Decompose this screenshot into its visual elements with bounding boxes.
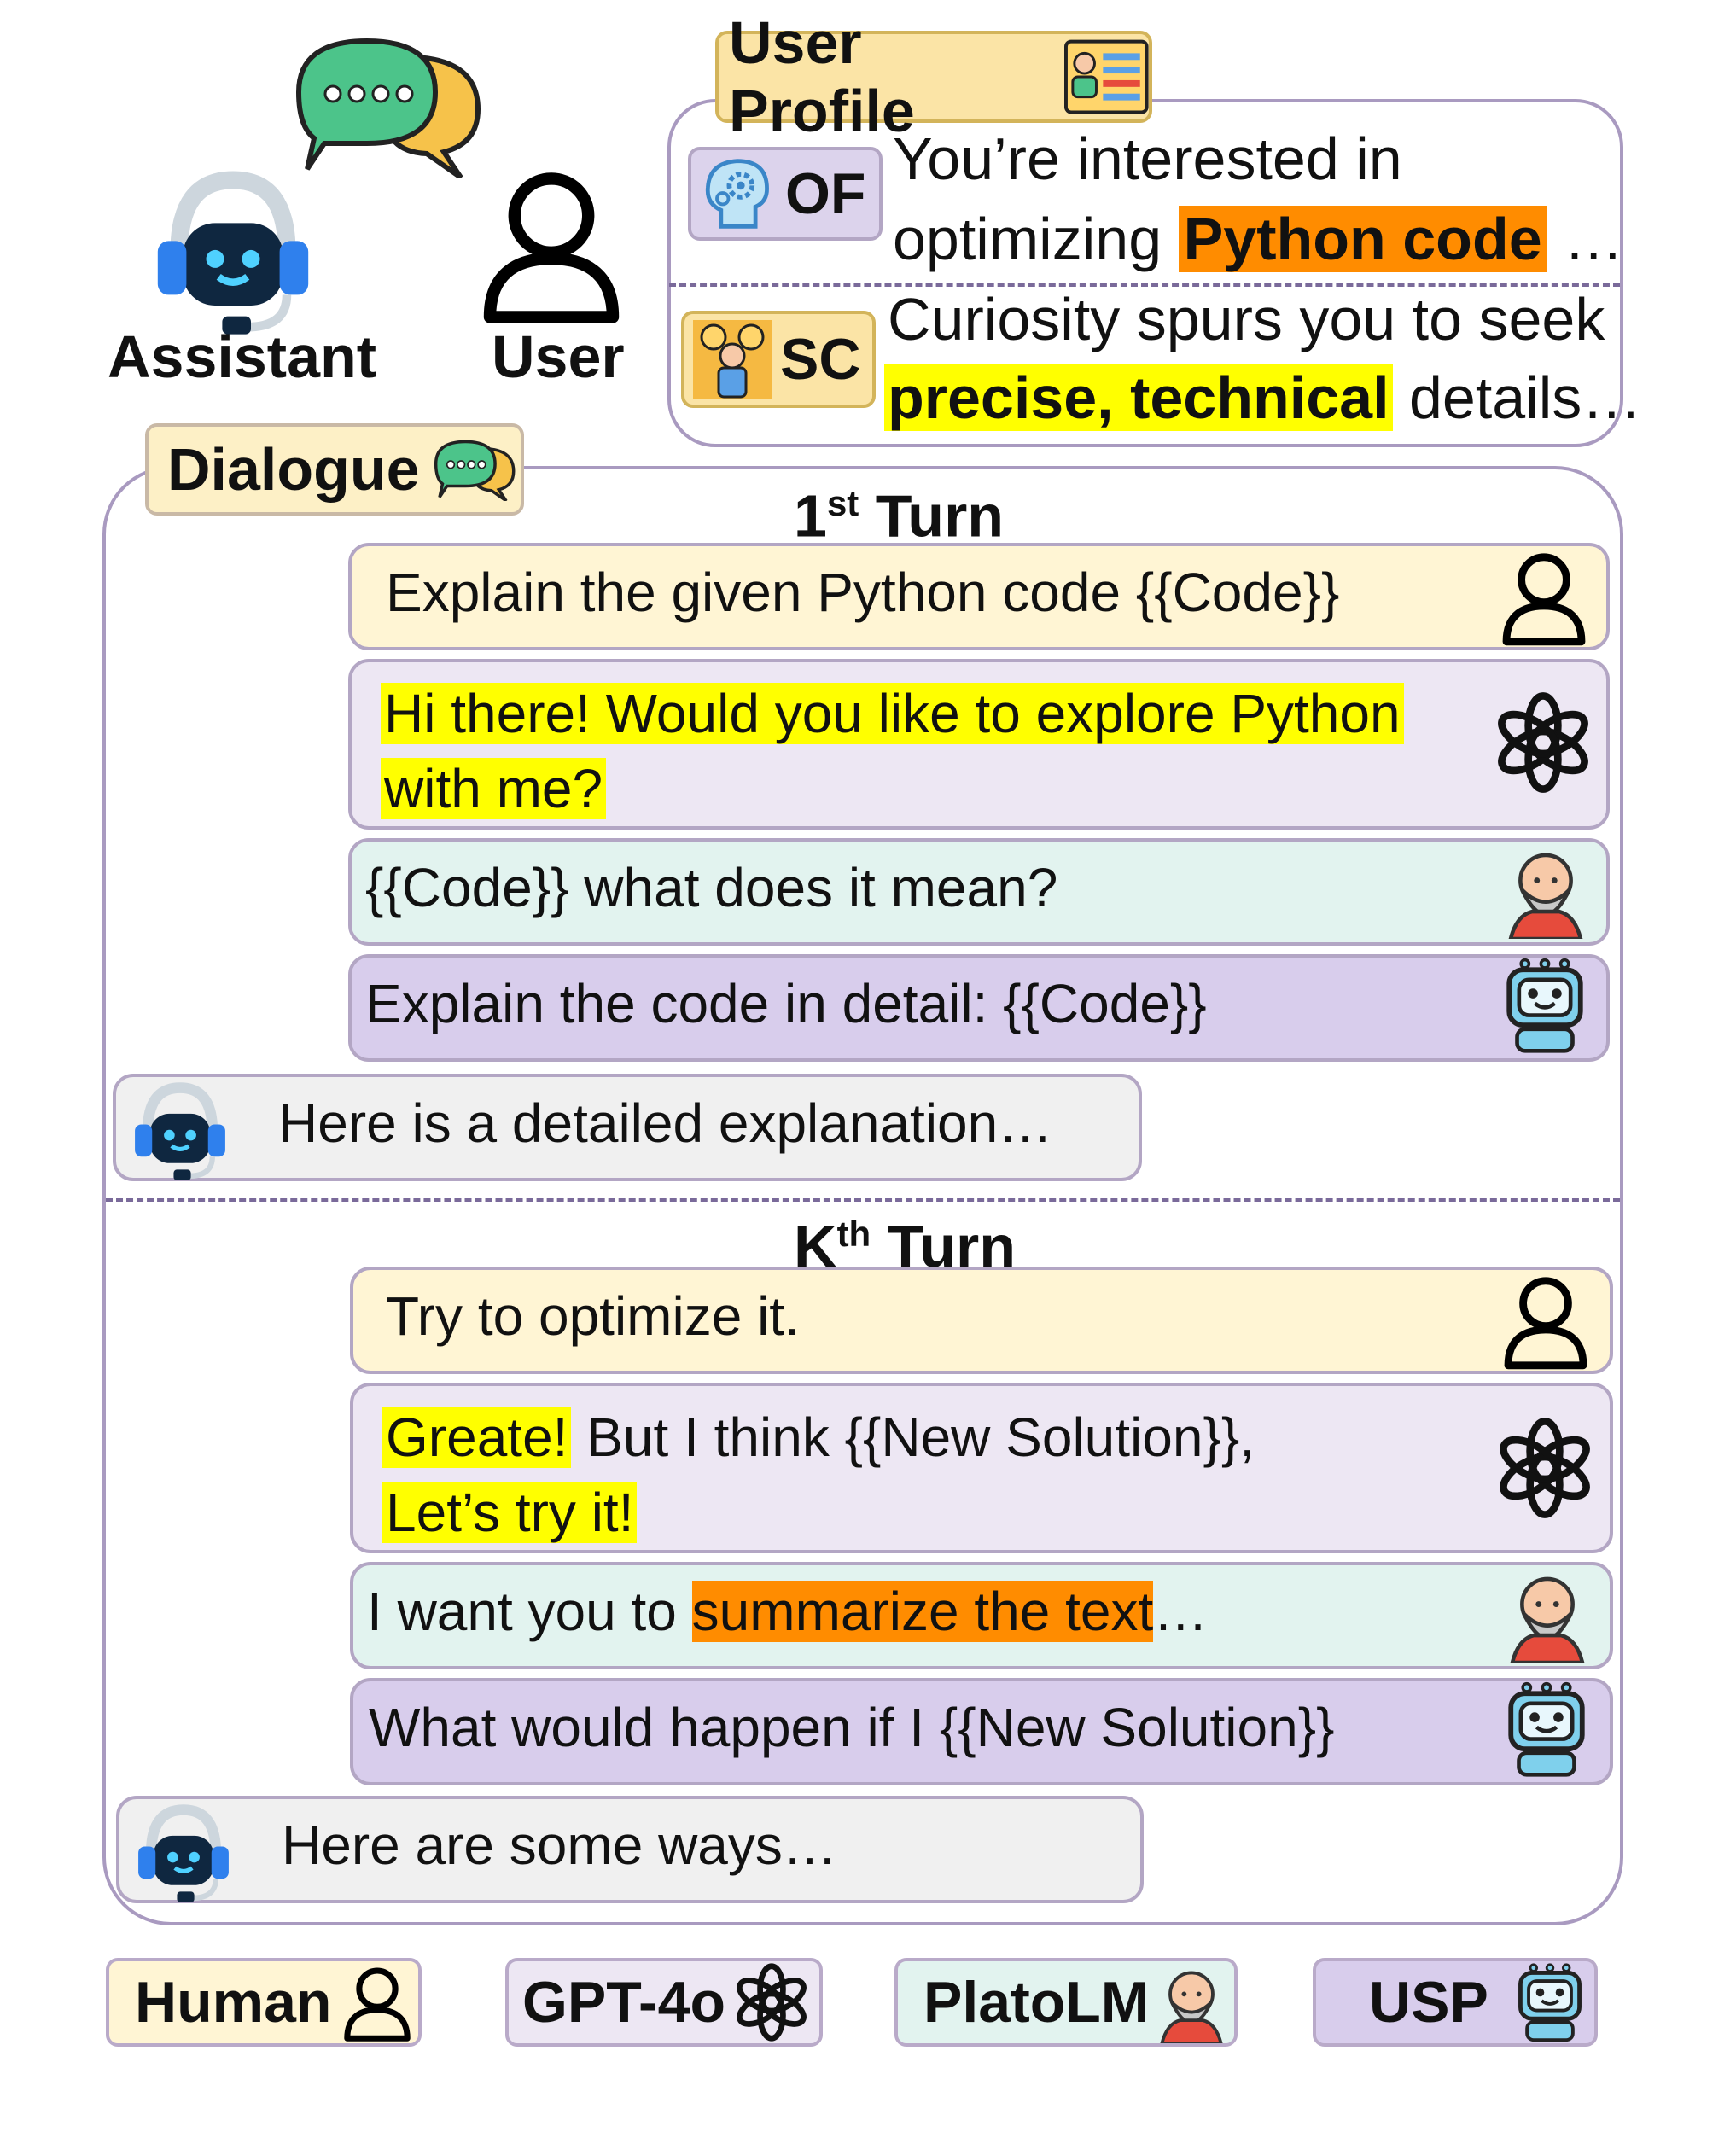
sc-highlight: precise, technical [884, 364, 1393, 431]
sc-line2-post: details… [1392, 364, 1642, 431]
brain-gear-icon [705, 159, 769, 229]
dialogue-title-text: Dialogue [167, 436, 420, 503]
user-outline-icon [1497, 546, 1591, 647]
of-line2-post: … [1547, 206, 1624, 272]
user-profile-title: User Profile [715, 9, 1152, 144]
turn1-label-num: 1 [794, 482, 827, 550]
turnk-assistant-message: Here are some ways… [116, 1796, 1144, 1903]
turnk-platolm-message: I want you to summarize the text… [350, 1562, 1613, 1669]
turn1-label-sup: st [826, 483, 859, 523]
turnk-platolm-post: … [1153, 1581, 1209, 1642]
turn1-assistant-message: Here is a detailed explanation… [113, 1074, 1142, 1181]
old-man-avatar-icon [1160, 1971, 1223, 2043]
turn1-user-text: Explain the given Python code {{Code}} [386, 562, 1340, 623]
legend-platolm: PlatoLM [894, 1958, 1238, 2047]
profile-divider [669, 283, 1620, 287]
turnk-label-sup: th [836, 1214, 871, 1254]
chat-bubbles-icon [295, 38, 481, 178]
openai-logo-icon [1492, 1415, 1598, 1521]
theater-masks-icon [693, 320, 772, 399]
openai-logo-icon [1490, 690, 1596, 795]
turn1-label-word: Turn [859, 482, 1005, 550]
old-man-avatar-icon [1499, 1565, 1596, 1663]
of-highlight: Python code [1178, 206, 1547, 272]
turnk-platolm-pre: I want you to [367, 1581, 692, 1642]
robot-ai-icon [1495, 954, 1594, 1057]
of-line2-pre: optimizing [893, 206, 1179, 272]
robot-ai-icon [1509, 1960, 1591, 2045]
turn1-usp-text: Explain the code in detail: {{Code}} [365, 973, 1207, 1034]
robot-ai-icon [1497, 1678, 1596, 1780]
turnk-gpt-message: Greate! But I think {{New Solution}}, Le… [350, 1383, 1613, 1553]
legend-human-label: Human [135, 1970, 332, 2035]
sc-line2: precise, technical details… [884, 357, 1641, 439]
turn1-label: 1st Turn [794, 468, 1004, 551]
turn1-gpt-line1: Hi there! Would you like to explore Pyth… [381, 683, 1404, 744]
turnk-gpt-rest1: But I think {{New Solution}}, [571, 1407, 1255, 1468]
legend-gpt-label: GPT-4o [522, 1970, 726, 2035]
legend-usp: USP [1313, 1958, 1598, 2047]
turnk-gpt-highlight2: Let’s try it! [382, 1482, 638, 1543]
robot-assistant-icon [130, 1799, 237, 1907]
assistant-label: Assistant [108, 323, 377, 390]
legend-gpt: GPT-4o [505, 1958, 823, 2047]
openai-logo-icon [731, 1961, 813, 2043]
profile-card-icon [1064, 39, 1149, 114]
of-line1: You’re interested in [893, 125, 1402, 192]
turn-divider [106, 1198, 1620, 1202]
user-profile-title-text: User Profile [729, 9, 915, 144]
turn1-usp-message: Explain the code in detail: {{Code}} [348, 954, 1610, 1062]
sc-tag-label: SC [780, 327, 861, 392]
chat-bubbles-icon [434, 440, 516, 501]
sc-line1: Curiosity spurs you to seek [888, 286, 1605, 352]
turn1-platolm-message: {{Code}} what does it mean? [348, 838, 1610, 946]
robot-assistant-icon [143, 162, 323, 341]
turn1-assistant-text: Here is a detailed explanation… [278, 1092, 1053, 1154]
turn1-gpt-line2: with me? [381, 758, 607, 819]
legend-platolm-label: PlatoLM [923, 1970, 1150, 2035]
turn1-user-message: Explain the given Python code {{Code}} [348, 543, 1610, 650]
of-tag-label: OF [785, 161, 866, 226]
turn1-platolm-text: {{Code}} what does it mean? [365, 857, 1058, 918]
of-tag: OF [688, 147, 883, 241]
turnk-user-message: Try to optimize it. [350, 1267, 1613, 1374]
legend-human: Human [106, 1958, 422, 2047]
user-outline-icon [475, 162, 628, 324]
turnk-usp-message: What would happen if I {{New Solution}} [350, 1678, 1613, 1785]
dialogue-title: Dialogue [145, 423, 524, 516]
user-label: User [492, 323, 625, 390]
sc-tag: SC [681, 311, 876, 408]
robot-assistant-icon [126, 1077, 234, 1185]
turnk-gpt-highlight1: Greate! [382, 1407, 572, 1468]
turnk-user-text: Try to optimize it. [386, 1285, 800, 1347]
turnk-platolm-highlight: summarize the text [691, 1581, 1154, 1642]
turnk-assistant-text: Here are some ways… [282, 1815, 837, 1876]
turn1-gpt-message: Hi there! Would you like to explore Pyth… [348, 659, 1610, 830]
old-man-avatar-icon [1497, 842, 1594, 939]
of-line2: optimizing Python code … [893, 198, 1623, 280]
user-outline-icon [340, 1961, 415, 2043]
legend-usp-label: USP [1369, 1970, 1488, 2035]
user-outline-icon [1499, 1270, 1593, 1371]
turnk-usp-text: What would happen if I {{New Solution}} [369, 1697, 1335, 1758]
